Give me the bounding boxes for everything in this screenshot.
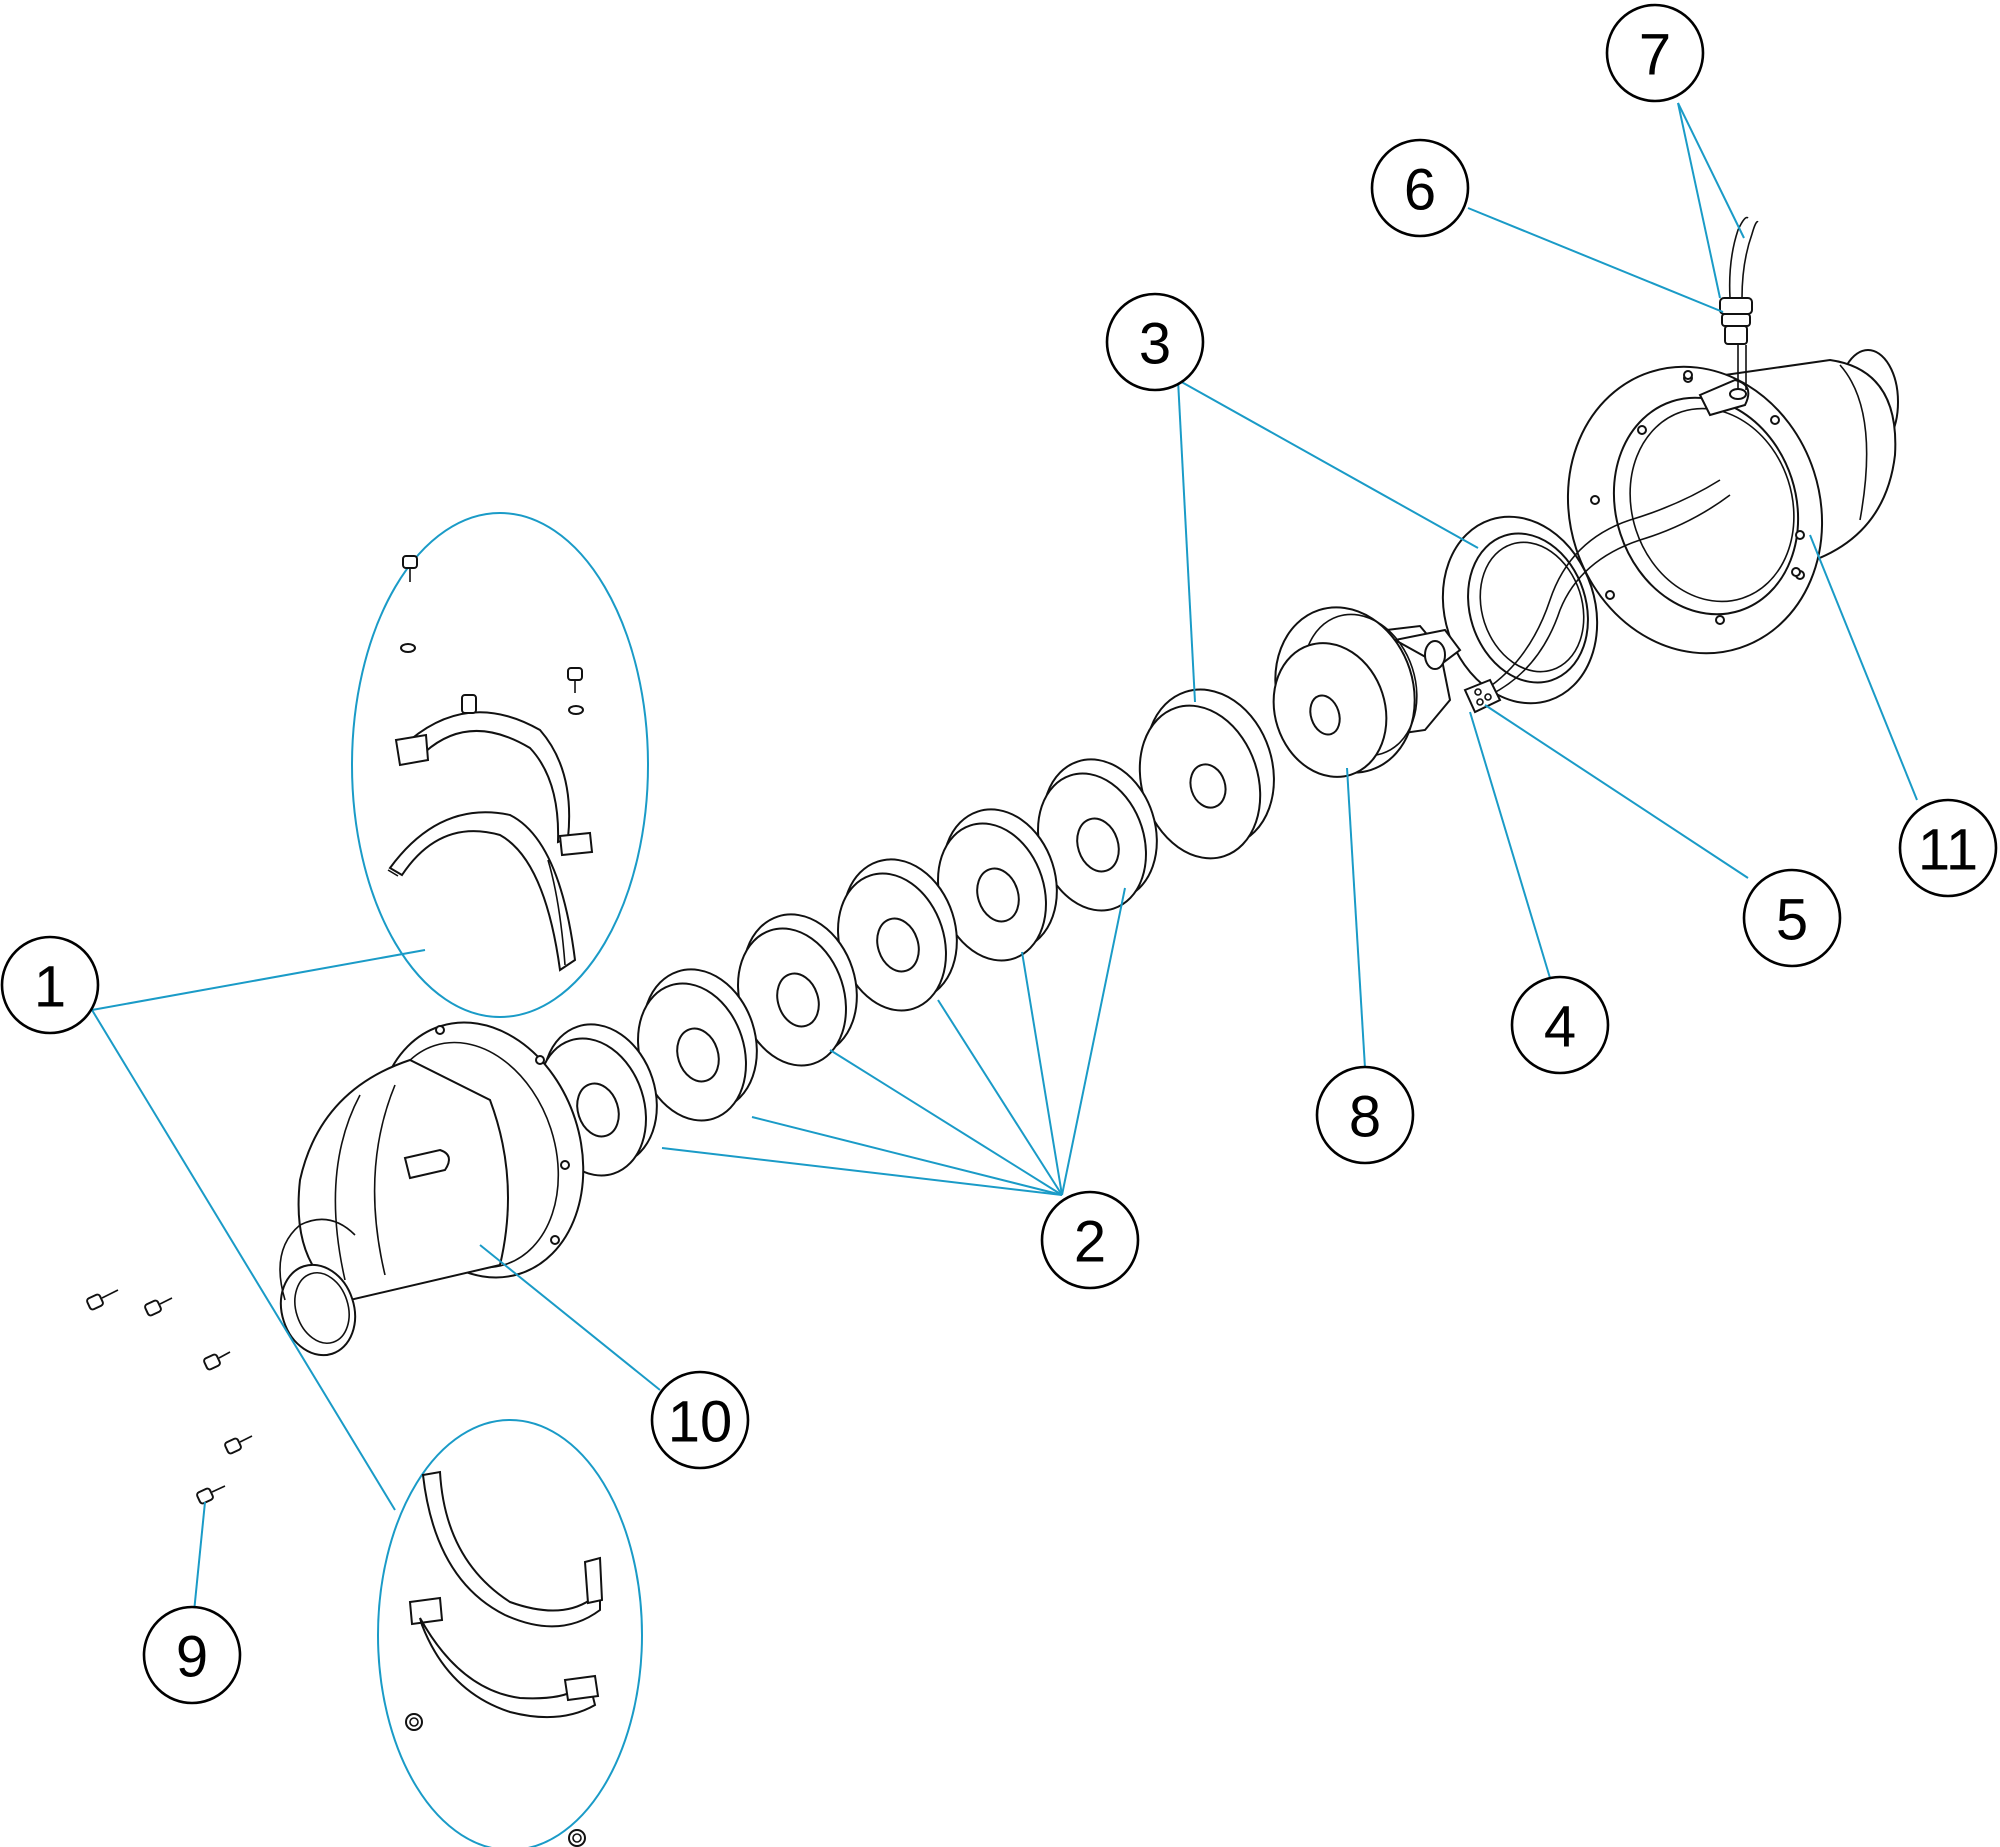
spacer-ring-2 bbox=[937, 808, 1058, 962]
callout-11: 11 bbox=[1898, 798, 1998, 898]
spacer-ring-3 bbox=[837, 858, 958, 1012]
svg-text:5: 5 bbox=[1776, 888, 1808, 953]
screw bbox=[203, 1351, 231, 1371]
callout-10: 10 bbox=[650, 1370, 750, 1470]
part-4-5-terminal-block bbox=[1463, 678, 1502, 714]
callout-3: 3 bbox=[1105, 292, 1205, 392]
svg-text:4: 4 bbox=[1544, 995, 1576, 1060]
screw bbox=[196, 1485, 226, 1505]
svg-text:9: 9 bbox=[176, 1625, 208, 1690]
internal-wires bbox=[1484, 479, 1731, 696]
callout-7: 7 bbox=[1605, 3, 1705, 103]
callout-5: 5 bbox=[1742, 868, 1842, 968]
part-1-lower-detail bbox=[377, 1419, 643, 1847]
svg-text:11: 11 bbox=[1918, 818, 1978, 883]
callouts: 1 2 3 4 5 6 7 8 bbox=[0, 3, 1998, 1705]
part-10-front-housing bbox=[279, 1021, 585, 1357]
callout-4: 4 bbox=[1510, 975, 1610, 1075]
svg-text:10: 10 bbox=[668, 1390, 733, 1455]
svg-text:8: 8 bbox=[1349, 1085, 1381, 1150]
part-11-rear-housing bbox=[1566, 349, 1899, 655]
svg-text:1: 1 bbox=[34, 955, 66, 1020]
part-1-upper-detail bbox=[351, 512, 649, 1018]
screw bbox=[86, 1289, 119, 1311]
part-9-screws bbox=[86, 1289, 253, 1505]
callout-9: 9 bbox=[142, 1605, 242, 1705]
part-8-driver-unit bbox=[1272, 606, 1462, 778]
svg-text:2: 2 bbox=[1074, 1210, 1106, 1275]
part-3-seal-ring bbox=[1441, 515, 1599, 705]
spacer-ring-4 bbox=[737, 913, 858, 1067]
screw bbox=[224, 1435, 253, 1455]
screw bbox=[144, 1297, 173, 1317]
svg-text:3: 3 bbox=[1139, 312, 1171, 377]
callout-6: 6 bbox=[1370, 138, 1470, 238]
leader-lines bbox=[91, 102, 1918, 1613]
callout-1: 1 bbox=[0, 935, 100, 1035]
callout-8: 8 bbox=[1315, 1065, 1415, 1165]
svg-text:7: 7 bbox=[1639, 23, 1671, 88]
part-3-blank-disc bbox=[1138, 688, 1275, 860]
callout-2: 2 bbox=[1040, 1190, 1140, 1290]
upper-detail-outline bbox=[351, 512, 649, 1018]
svg-text:6: 6 bbox=[1404, 158, 1436, 223]
spacer-ring-5 bbox=[637, 968, 758, 1122]
part-6-7-cable-gland bbox=[1719, 216, 1759, 390]
lower-detail-outline bbox=[377, 1419, 643, 1847]
